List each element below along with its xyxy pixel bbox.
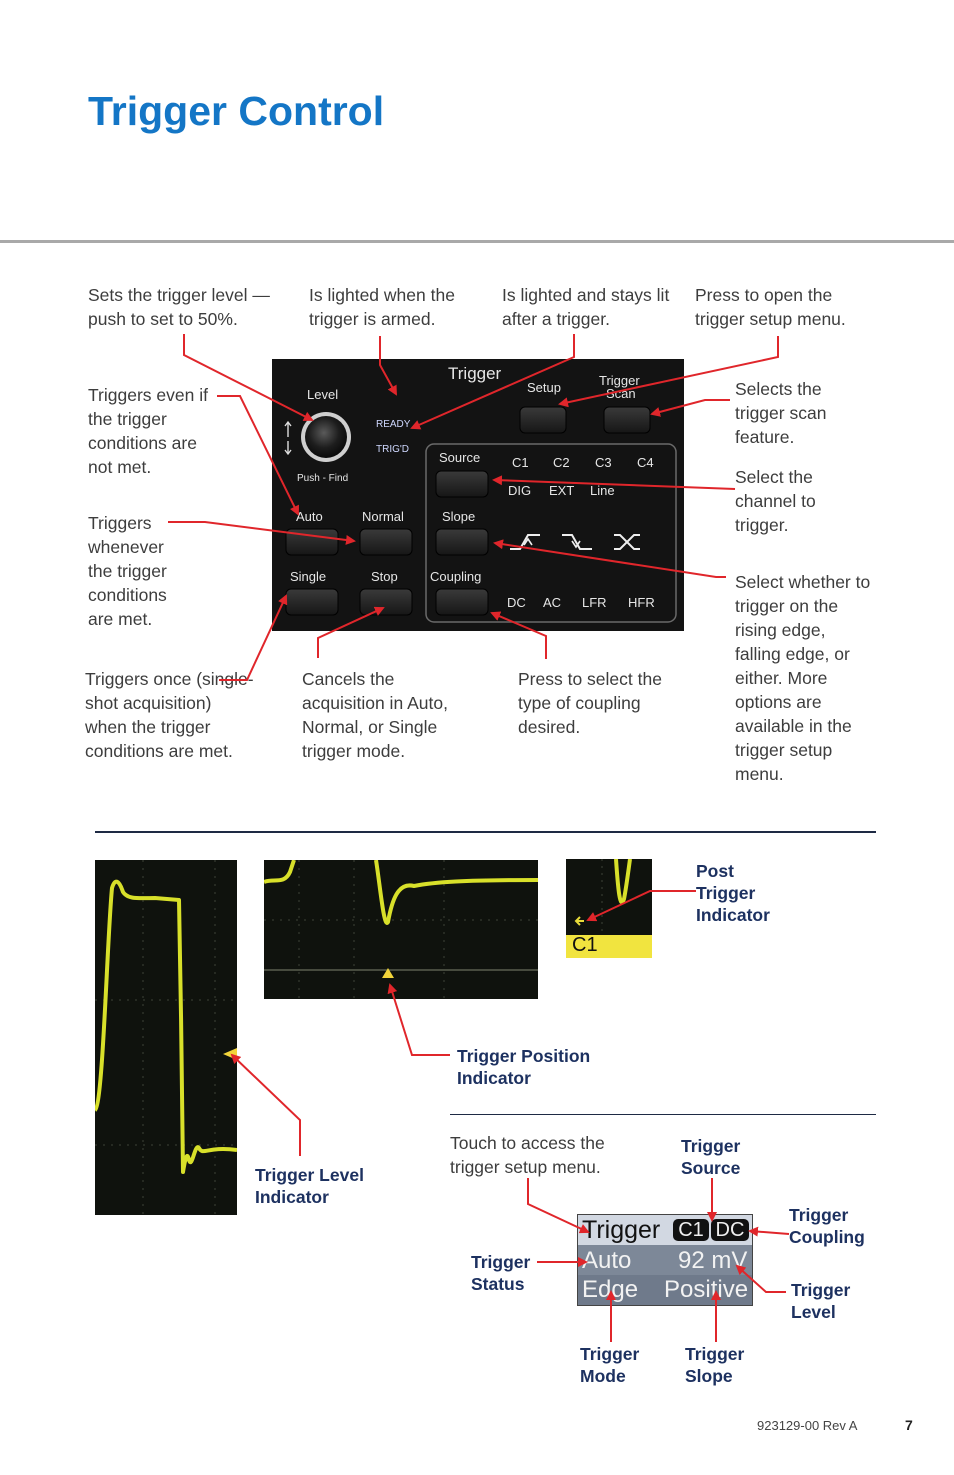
channel-ext-label: EXT — [549, 483, 574, 498]
label-trigger-mode: Trigger Mode — [580, 1344, 640, 1386]
panel-source-label: Source — [439, 450, 480, 465]
stop-button[interactable] — [359, 588, 413, 616]
callout-ready: Is lighted when the trigger is armed. — [309, 285, 455, 329]
channel-c2-label: C2 — [553, 455, 570, 470]
channel-c3-label: C3 — [595, 455, 612, 470]
descriptor-coupling: DC — [711, 1219, 749, 1241]
coupling-lfr-label: LFR — [582, 595, 607, 610]
scope-trigger-level-view — [95, 860, 237, 1215]
falling-edge-icon — [562, 534, 592, 550]
trigd-led-label: TRIG'D — [376, 444, 409, 455]
panel-slope-label: Slope — [442, 509, 475, 524]
callout-scan: Selects the trigger scan feature. — [735, 379, 827, 447]
descriptor-mode: Auto — [582, 1247, 632, 1274]
coupling-ac-label: AC — [543, 595, 561, 610]
normal-button[interactable] — [359, 528, 413, 556]
callout-source: Select the channel to trigger. — [735, 467, 816, 535]
ready-led-label: READY — [376, 419, 411, 430]
callout-single: Triggers once (single-shot acquisition) … — [85, 669, 254, 761]
lower-divider — [450, 1114, 876, 1115]
panel-auto-label: Auto — [296, 509, 323, 524]
source-button[interactable] — [435, 470, 489, 498]
channel-line-label: Line — [590, 483, 615, 498]
callout-setup: Press to open the trigger setup menu. — [695, 285, 846, 329]
either-edge-icon — [614, 534, 640, 550]
post-trigger-indicator-label: Post Trigger Indicator — [696, 861, 770, 925]
callout-trigd: Is lighted and stays lit after a trigger… — [502, 285, 670, 329]
label-trigger-status: Trigger Status — [471, 1252, 531, 1294]
post-trigger-arrow-icon — [574, 916, 584, 926]
trigger-position-indicator-label: Trigger Position Indicator — [457, 1046, 591, 1088]
descriptor-source: C1 — [673, 1219, 709, 1241]
panel-single-label: Single — [290, 569, 326, 584]
label-trigger-level: Trigger Level — [791, 1280, 851, 1322]
top-divider — [0, 240, 954, 243]
document-id: 923129-00 Rev A — [757, 1418, 858, 1433]
single-button[interactable] — [285, 588, 339, 616]
panel-normal-label: Normal — [362, 509, 404, 524]
descriptor-title: Trigger — [582, 1216, 661, 1244]
panel-stop-label: Stop — [371, 569, 398, 584]
touch-note: Touch to access the trigger setup menu. — [450, 1133, 605, 1177]
descriptor-level: 92 mV — [678, 1247, 748, 1274]
descriptor-type: Edge — [582, 1276, 639, 1303]
channel-c1-label: C1 — [512, 455, 529, 470]
callout-auto: Triggers even if the trigger conditions … — [88, 385, 208, 477]
callout-level: Sets the trigger level — push to set to … — [88, 285, 270, 329]
callout-stop: Cancels the acquisition in Auto, Normal,… — [302, 669, 448, 761]
trigger-descriptor-box[interactable]: Trigger C1 DC Auto 92 mV Edge Positive — [577, 1214, 753, 1306]
callout-normal: Triggers whenever the trigger conditions… — [88, 513, 167, 629]
scope-post-trigger-view: C1 — [566, 859, 652, 958]
panel-level-label: Level — [307, 387, 338, 402]
rising-edge-icon — [510, 534, 540, 550]
panel-title: Trigger — [448, 364, 502, 383]
callout-slope: Select whether to trigger on the rising … — [735, 572, 871, 784]
channel-c4-label: C4 — [637, 455, 654, 470]
channel-dig-label: DIG — [508, 483, 531, 498]
page-title: Trigger Control — [88, 88, 385, 134]
panel-setup-label: Setup — [527, 380, 561, 395]
callout-coupling: Press to select the type of coupling des… — [518, 669, 662, 737]
middle-divider — [95, 831, 876, 833]
panel-scan-label-2: Scan — [606, 386, 636, 401]
page-number: 7 — [905, 1417, 913, 1433]
coupling-button[interactable] — [435, 588, 489, 616]
post-trigger-channel-label: C1 — [572, 934, 598, 956]
trigger-scan-button[interactable] — [603, 406, 651, 434]
trigger-front-panel: Trigger Setup Trigger Scan Level Push - … — [272, 359, 684, 631]
label-trigger-slope: Trigger Slope — [685, 1344, 745, 1386]
trigger-level-indicator-label: Trigger Level Indicator — [255, 1165, 364, 1207]
slope-button[interactable] — [435, 528, 489, 556]
coupling-dc-label: DC — [507, 595, 526, 610]
auto-button[interactable] — [285, 528, 339, 556]
panel-coupling-label: Coupling — [430, 569, 481, 584]
scope-trigger-position-view — [264, 860, 538, 999]
descriptor-slope: Positive — [664, 1276, 749, 1303]
coupling-hfr-label: HFR — [628, 595, 655, 610]
trigger-position-marker-icon — [382, 968, 394, 978]
label-trigger-coupling: Trigger Coupling — [789, 1205, 865, 1247]
setup-button[interactable] — [519, 406, 567, 434]
label-trigger-source: Trigger Source — [681, 1136, 741, 1178]
trigger-level-marker-icon — [223, 1048, 237, 1060]
panel-push-find-label: Push - Find — [297, 473, 348, 484]
